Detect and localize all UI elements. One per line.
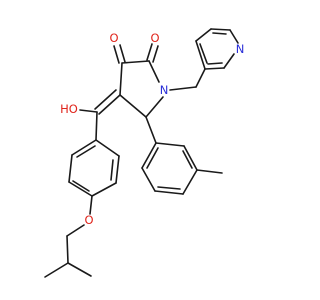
isobutoxyphenyl-ring (68, 139, 120, 197)
bond-py-6 (195, 40, 206, 70)
molecule-structure: O O N N HO O (44, 28, 244, 278)
bond-tol-methyl (196, 169, 223, 174)
bond-ar1-4 (68, 181, 93, 197)
bond-py-1-inner (207, 62, 223, 65)
bond-tol-6-inner (146, 147, 159, 169)
ketone-group (113, 44, 126, 64)
bond-tol-5 (141, 167, 156, 192)
bond-ar1-2-inner (110, 159, 114, 181)
bond-n1-c5 (145, 96, 164, 118)
bond-c4-c3 (119, 62, 123, 96)
atom-n-pyridine: N (236, 42, 245, 56)
hydroxymethylene-group (79, 89, 121, 141)
bond-ar1-6-inner (76, 145, 96, 158)
bond-tol-2 (183, 145, 198, 171)
bond-ch-me2 (67, 262, 92, 277)
bond-py-4 (210, 28, 231, 31)
bond-cexo-aryl (95, 111, 98, 141)
bond-py-6-inner (199, 43, 208, 64)
bond-ar1-4-inner (72, 180, 90, 192)
bond-py-3 (229, 29, 239, 44)
bond-cexo-oh (79, 109, 98, 113)
bond-tol-3 (182, 169, 198, 195)
bond-ar1-6 (71, 139, 97, 156)
atom-o-ketone: O (109, 31, 118, 45)
bond-ch2-ch (66, 235, 69, 264)
bond-c2-n1 (148, 60, 160, 83)
isobutoxy-chain (44, 195, 93, 278)
atom-n-ring: N (160, 83, 169, 97)
bond-c2-o-b (152, 45, 159, 63)
atom-o-ether: O (84, 213, 93, 227)
bond-c4-cexo-b (94, 89, 117, 110)
bond-tol-1 (155, 142, 185, 147)
bond-ch2-pyridine (195, 68, 206, 88)
bond-ar1-2 (115, 155, 120, 184)
bond-tol-2-inner (182, 150, 193, 169)
bond-c4-cexo-a (98, 94, 121, 115)
bond-py-2 (223, 53, 235, 69)
pyridylmethyl-group (169, 28, 239, 91)
atom-labels: O O N N HO O (60, 31, 244, 227)
bond-n1-ch2 (169, 86, 197, 91)
tolyl-ring (141, 116, 223, 195)
bond-ch-me1 (44, 262, 69, 278)
bond-ar1-3 (91, 182, 117, 197)
structure-canvas: O O N N HO O (44, 28, 245, 278)
bond-c3-c2 (121, 60, 150, 64)
bond-py-4-inner (212, 32, 227, 35)
bond-o-ch2 (66, 224, 85, 237)
bond-c2-o-a (146, 43, 153, 61)
bond-tol-4-inner (157, 186, 181, 190)
bond-c5-tolyl (145, 116, 157, 144)
atom-o-carbonyl: O (150, 31, 159, 45)
bond-py-1 (204, 67, 225, 70)
bond-c3-o-a (113, 45, 120, 64)
bond-tol-4 (154, 190, 184, 195)
bond-c3-o-b (119, 44, 126, 63)
bond-ar1-1 (95, 139, 120, 157)
bond-c5-c4 (119, 94, 147, 118)
carbonyl-group (146, 43, 159, 63)
bond-tol-6 (141, 142, 157, 169)
bond-py-5 (195, 28, 212, 42)
atom-hydroxyl: HO (60, 102, 78, 116)
bond-ar1-5 (68, 154, 73, 183)
pyrrolidine-ring (119, 60, 164, 118)
bond-ar-o (89, 195, 93, 215)
